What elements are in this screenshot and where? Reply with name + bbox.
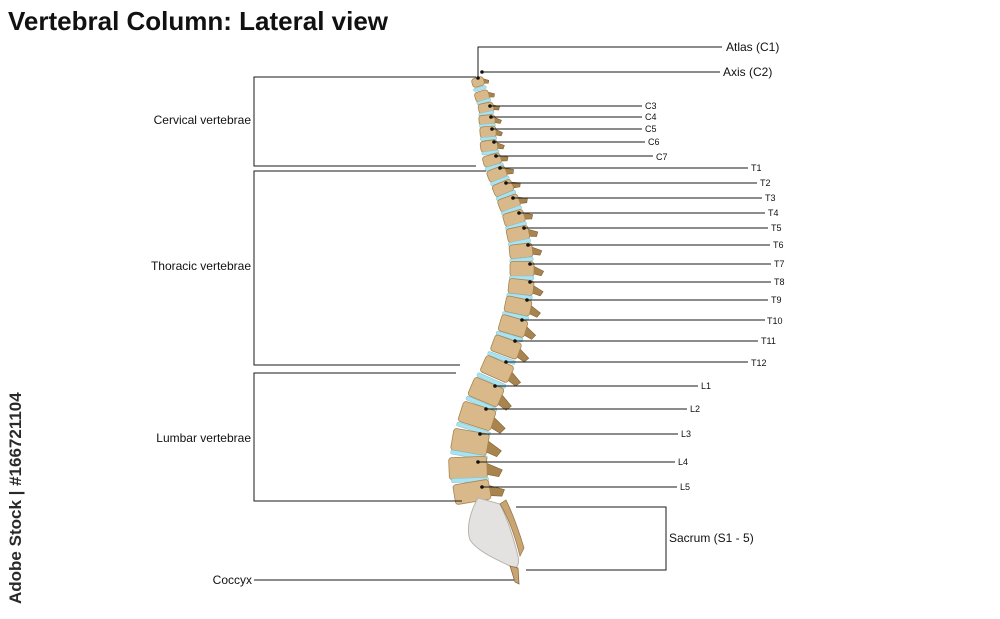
svg-text:T11: T11 xyxy=(761,336,776,346)
vertebra-callout-l5: L5 xyxy=(480,482,690,492)
vertebral-body xyxy=(467,377,505,407)
vertebra-callout-c7: C7 xyxy=(494,152,668,162)
label-atlas: Atlas (C1) xyxy=(726,40,779,54)
svg-text:L3: L3 xyxy=(681,429,691,439)
lumbar-bracket xyxy=(253,372,462,502)
svg-text:T8: T8 xyxy=(774,277,785,287)
svg-text:L1: L1 xyxy=(701,381,711,391)
sacrum-rear xyxy=(499,499,525,558)
svg-text:T7: T7 xyxy=(774,259,785,269)
intervertebral-disc xyxy=(476,372,507,389)
svg-text:C3: C3 xyxy=(645,101,657,111)
vertebra-callout-t12: T12 xyxy=(504,358,767,368)
vertebra-callout-t5: T5 xyxy=(522,223,782,233)
vertebra-callout-t9: T9 xyxy=(525,295,782,305)
label-lumbar-vertebrae: Lumbar vertebrae xyxy=(156,431,251,445)
label-sacrum: Sacrum (S1 - 5) xyxy=(669,531,754,545)
vertebra-callout-t2: T2 xyxy=(504,178,771,188)
atlas-leader xyxy=(477,46,722,78)
svg-text:T9: T9 xyxy=(771,295,782,305)
svg-text:T1: T1 xyxy=(751,163,762,173)
vertebra-callout-l3: L3 xyxy=(478,429,691,439)
svg-text:L4: L4 xyxy=(678,457,688,467)
label-coccyx: Coccyx xyxy=(213,573,252,587)
svg-text:T6: T6 xyxy=(773,240,784,250)
vertebra-callout-l4: L4 xyxy=(476,457,688,467)
vertebra-callout-t11: T11 xyxy=(513,336,776,346)
vertebra-callout-t6: T6 xyxy=(526,240,784,250)
spine-illustration xyxy=(448,76,545,505)
diagram-title: Vertebral Column: Lateral view xyxy=(8,6,389,36)
coccyx-bone xyxy=(509,565,520,585)
thoracic-bracket xyxy=(253,170,486,366)
vertebral-body xyxy=(503,295,533,317)
sacrum-bone xyxy=(467,497,519,569)
svg-text:C5: C5 xyxy=(645,124,657,134)
svg-text:T5: T5 xyxy=(771,223,782,233)
svg-text:C6: C6 xyxy=(648,137,660,147)
cervical-bracket xyxy=(253,76,476,167)
svg-text:L5: L5 xyxy=(680,482,690,492)
svg-text:C4: C4 xyxy=(645,112,657,122)
label-cervical-vertebrae: Cervical vertebrae xyxy=(154,113,252,127)
label-axis: Axis (C2) xyxy=(723,65,772,79)
vertebra-callout-c4: C4 xyxy=(489,112,657,122)
svg-text:C7: C7 xyxy=(656,152,668,162)
svg-text:T12: T12 xyxy=(751,358,767,368)
svg-text:T4: T4 xyxy=(768,208,779,218)
vertebra-callout-c5: C5 xyxy=(490,124,657,134)
sacrum-bracket xyxy=(516,506,667,571)
vertebra-callout-t7: T7 xyxy=(528,259,785,269)
vertebral-body xyxy=(448,455,488,481)
vertebra-callout-t8: T8 xyxy=(528,277,785,287)
svg-text:T10: T10 xyxy=(767,316,783,326)
vertebra-callout-t4: T4 xyxy=(517,208,779,218)
svg-text:T2: T2 xyxy=(760,178,771,188)
vertebra-callout-c6: C6 xyxy=(492,137,660,147)
svg-text:T3: T3 xyxy=(765,193,776,203)
vertebral-body xyxy=(480,355,514,383)
intervertebral-disc xyxy=(487,351,516,365)
vertebra-callout-t1: T1 xyxy=(498,163,762,173)
intervertebral-disc xyxy=(481,149,500,156)
vertebral-body xyxy=(479,125,497,139)
vertebra-callout-c3: C3 xyxy=(488,101,657,111)
vertebra-callout-t3: T3 xyxy=(511,193,776,203)
axis-dot xyxy=(480,70,484,74)
stock-watermark: Adobe Stock | #166721104 xyxy=(6,392,25,604)
intervertebral-disc xyxy=(479,136,497,141)
intervertebral-disc xyxy=(473,85,487,92)
intervertebral-disc xyxy=(495,330,524,343)
vertebra-callout-l2: L2 xyxy=(484,404,700,414)
vertebra-callout-l1: L1 xyxy=(493,381,711,391)
atlas-dot xyxy=(476,76,480,80)
vertebra-callout-t10: T10 xyxy=(520,316,783,326)
label-thoracic-vertebrae: Thoracic vertebrae xyxy=(151,259,251,273)
svg-text:L2: L2 xyxy=(690,404,700,414)
